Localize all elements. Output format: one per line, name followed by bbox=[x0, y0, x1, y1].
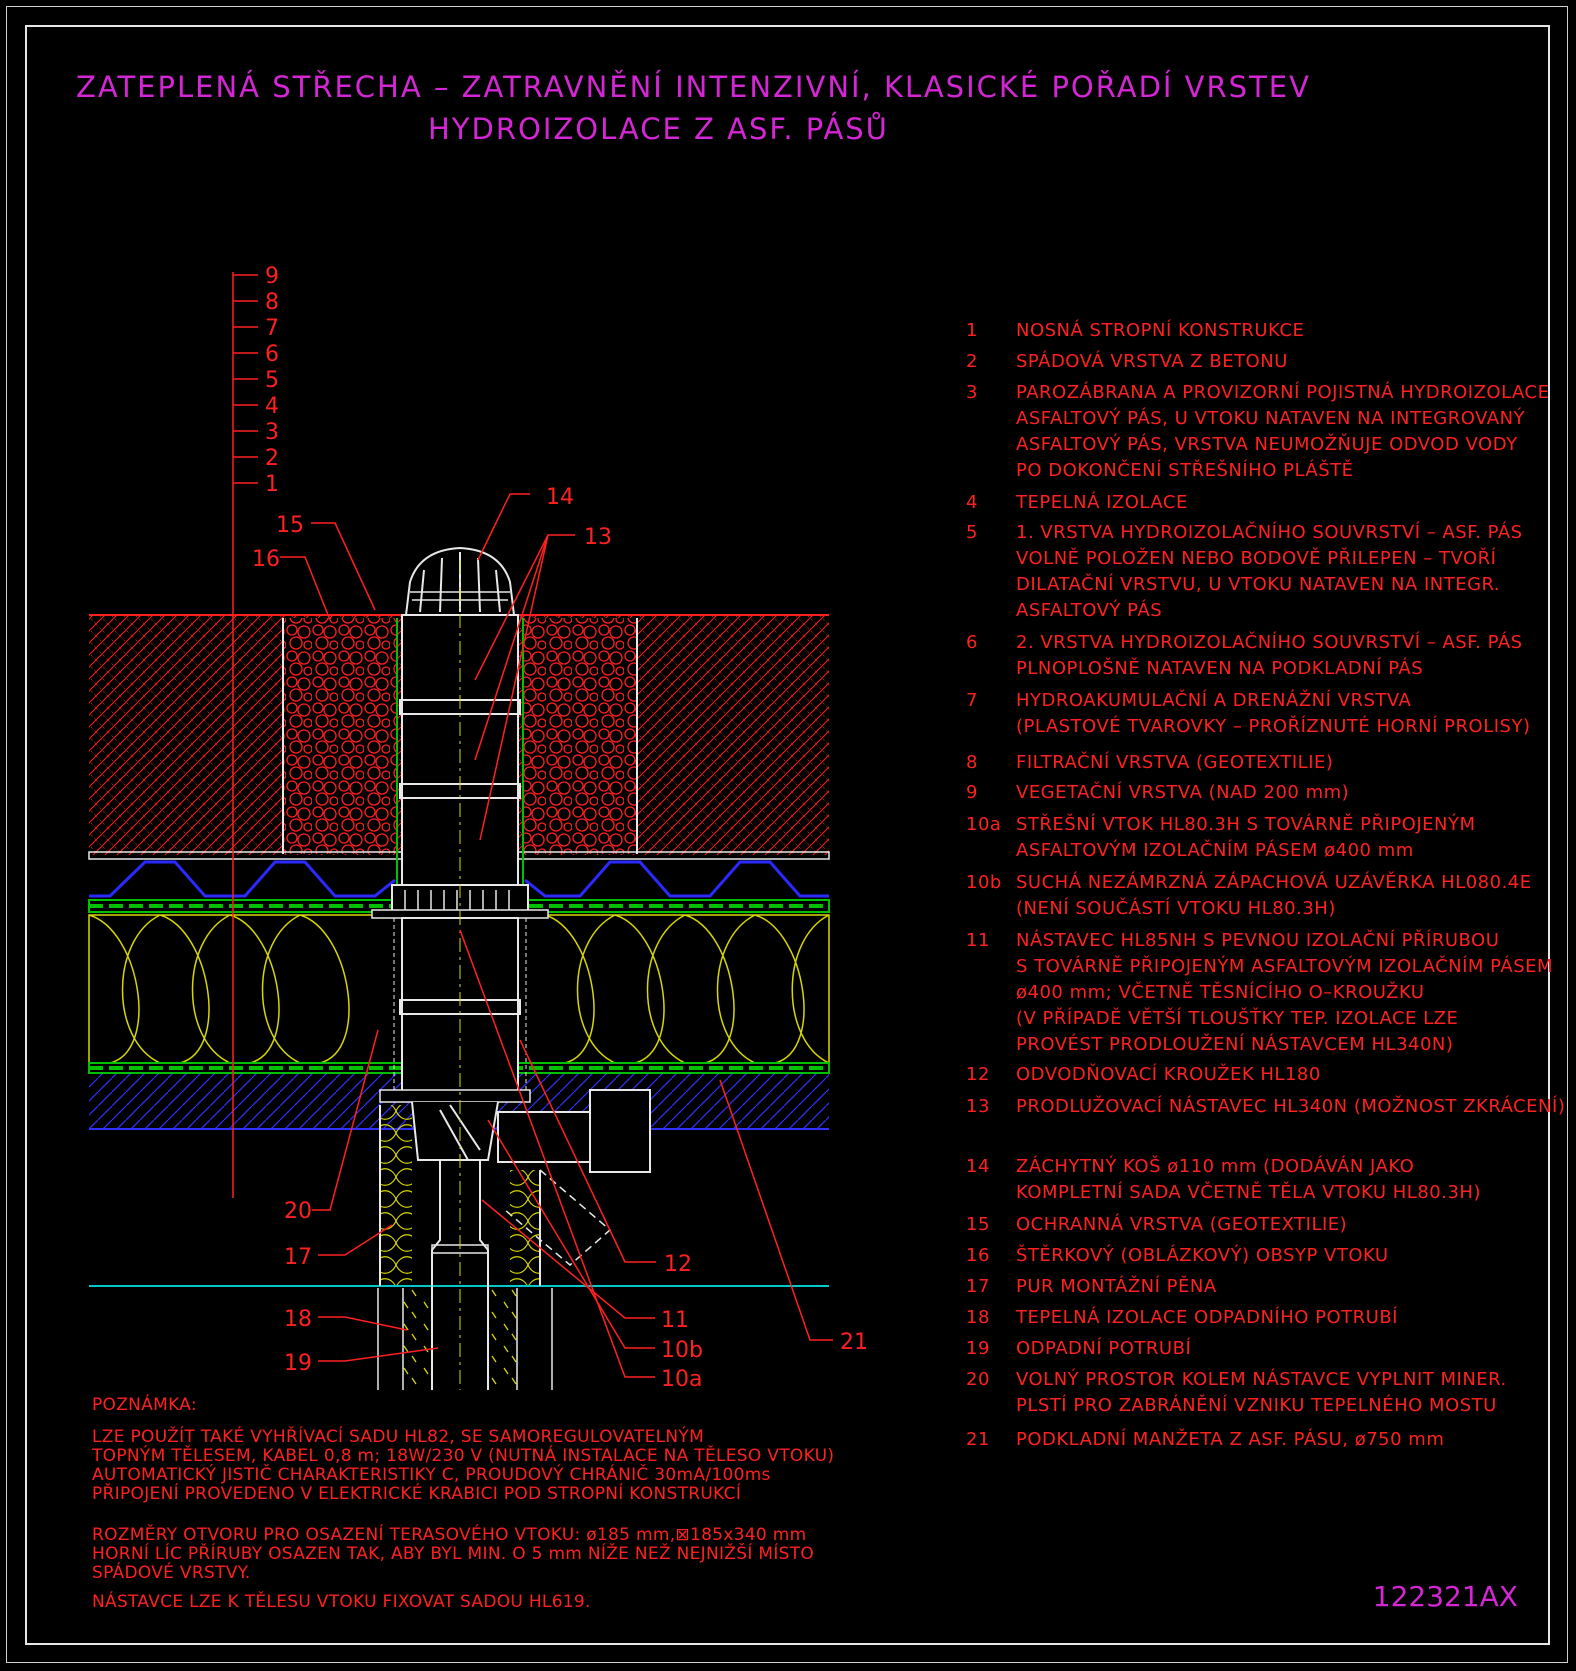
outer-frame bbox=[6, 6, 1568, 1663]
callout-12: 12 bbox=[664, 1252, 692, 1277]
callout-15: 15 bbox=[276, 513, 304, 538]
note-paragraph-2: ROZMĚRY OTVORU PRO OSAZENÍ TERASOVÉHO VT… bbox=[92, 1525, 815, 1583]
callout-18: 18 bbox=[284, 1307, 312, 1332]
callout-13: 13 bbox=[584, 525, 612, 550]
callout-17: 17 bbox=[284, 1245, 312, 1270]
pur-foam-left bbox=[380, 1105, 412, 1285]
callout-10a: 10a bbox=[661, 1367, 702, 1392]
pipe-insulation-right bbox=[491, 1288, 517, 1388]
drainage-layer bbox=[89, 860, 829, 898]
scale-7: 7 bbox=[265, 316, 279, 341]
roof-drain-assembly bbox=[371, 546, 651, 1390]
scale-4: 4 bbox=[265, 394, 279, 419]
layer-scale: 9 8 7 6 5 4 3 2 1 bbox=[232, 264, 279, 1198]
callout-10b: 10b bbox=[661, 1338, 703, 1363]
drawing-code: 122321AX bbox=[1372, 1580, 1518, 1613]
scale-9: 9 bbox=[265, 264, 279, 289]
note-heading: POZNÁMKA: bbox=[92, 1395, 197, 1415]
title-line-1: ZATEPLENÁ STŘECHA – ZATRAVNĚNÍ INTENZIVN… bbox=[76, 70, 1311, 104]
callout-14: 14 bbox=[546, 485, 574, 510]
callout-20: 20 bbox=[284, 1199, 312, 1224]
callout-21: 21 bbox=[840, 1330, 868, 1355]
scale-5: 5 bbox=[265, 368, 279, 393]
leader-lines bbox=[280, 493, 833, 1378]
gravel-fill-right bbox=[522, 618, 637, 854]
scale-1: 1 bbox=[265, 472, 279, 497]
scale-2: 2 bbox=[265, 446, 279, 471]
inner-frame bbox=[25, 25, 1550, 1645]
note-paragraph-3: NÁSTAVCE LZE K TĚLESU VTOKU FIXOVAT SADO… bbox=[92, 1592, 591, 1612]
callout-11: 11 bbox=[661, 1308, 689, 1333]
scale-3: 3 bbox=[265, 420, 279, 445]
note-paragraph-1: LZE POUŽÍT TAKÉ VYHŘÍVACÍ SADU HL82, SE … bbox=[92, 1427, 835, 1504]
scale-6: 6 bbox=[265, 342, 279, 367]
pipe-insulation-left bbox=[403, 1288, 429, 1388]
title-line-2: HYDROIZOLACE Z ASF. PÁSŮ bbox=[428, 112, 889, 146]
callout-16: 16 bbox=[252, 547, 280, 572]
gravel-fill-left bbox=[283, 618, 397, 854]
callout-19: 19 bbox=[284, 1351, 312, 1376]
scale-8: 8 bbox=[265, 290, 279, 315]
